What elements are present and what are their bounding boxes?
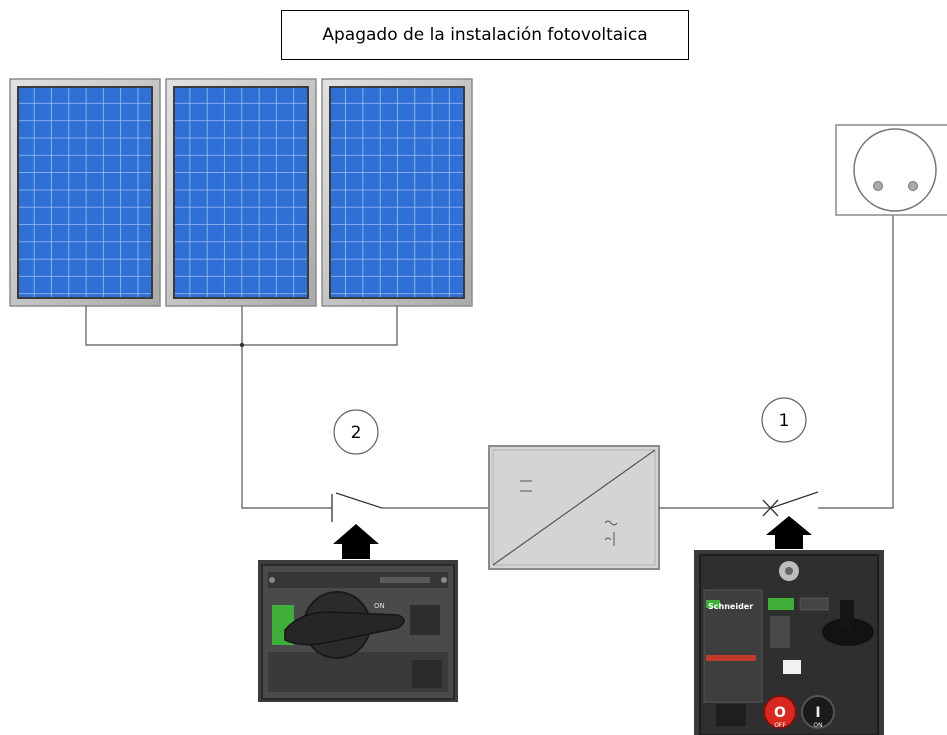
svg-text:I: I (815, 705, 820, 721)
solar-panel-1 (9, 78, 161, 307)
diagram-title: Apagado de la instalación fotovoltaica (281, 10, 689, 60)
dc-switch-symbol (331, 492, 383, 522)
svg-text:ON: ON (813, 722, 822, 729)
solar-panel-2 (165, 78, 317, 307)
solar-panel-3 (321, 78, 473, 307)
svg-text:1: 1 (779, 411, 790, 431)
junction-dot (239, 342, 245, 348)
ac-symbol-icon (604, 520, 618, 546)
svg-text:OFF: OFF (774, 722, 786, 729)
arrow-up-icon (766, 516, 812, 549)
dc-switch-photo: ON (258, 560, 458, 702)
svg-text:Schneider: Schneider (708, 602, 753, 611)
dc-wiring (85, 306, 489, 509)
svg-text:ON: ON (374, 602, 385, 610)
arrow-up-icon (333, 524, 379, 559)
inverter (488, 445, 660, 570)
marker-2: 2 (333, 409, 379, 455)
ac-breaker-symbol (762, 491, 819, 517)
ac-breaker-photo: Schneider O OFF I ON (694, 550, 884, 735)
marker-1: 1 (761, 397, 807, 443)
wall-socket-icon (835, 124, 947, 216)
ac-wiring (659, 215, 894, 509)
svg-text:2: 2 (351, 423, 362, 443)
dc-symbol-icon (520, 480, 532, 492)
svg-text:O: O (774, 705, 786, 721)
